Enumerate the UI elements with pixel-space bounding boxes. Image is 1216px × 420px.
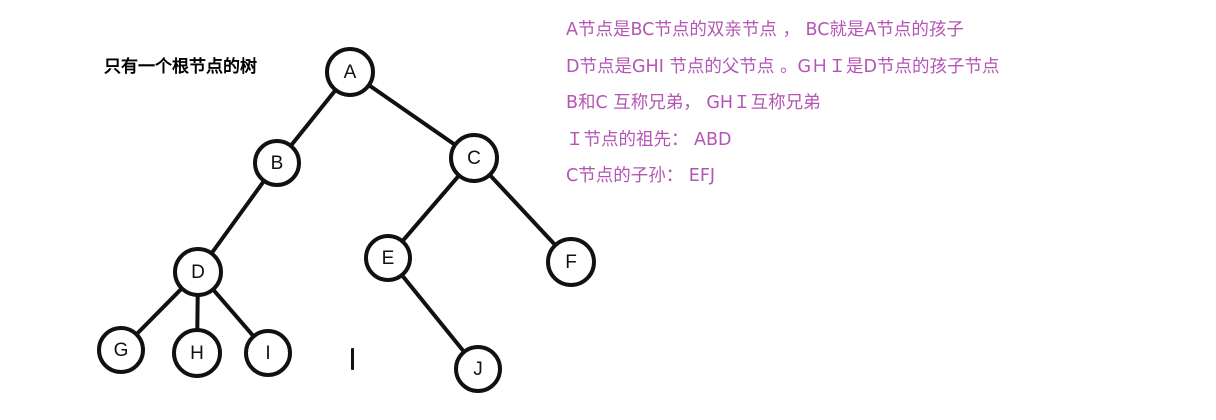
tree-node-h[interactable] xyxy=(172,328,222,378)
note-line-1: A节点是BC节点的双亲节点 ， BC就是A节点的孩子 xyxy=(566,20,964,40)
tree-edges-group xyxy=(133,81,559,356)
tree-edge-e-j xyxy=(398,271,468,356)
tree-edge-c-e xyxy=(399,171,463,245)
tree-node-d[interactable] xyxy=(173,247,223,297)
tree-node-a[interactable] xyxy=(325,47,375,97)
note-line-5: C节点的子孙： EFJ xyxy=(566,166,716,186)
note-line-3: B和C 互称兄弟， GHＩ互称兄弟 xyxy=(566,93,821,113)
tree-node-g[interactable] xyxy=(97,326,145,374)
tree-edge-a-c xyxy=(365,81,459,149)
tree-edge-a-b xyxy=(287,86,339,150)
tree-nodes-group xyxy=(97,47,596,393)
tree-edge-c-f xyxy=(486,171,559,249)
page-title: 只有一个根节点的树 xyxy=(104,57,257,77)
note-line-4: Ｉ节点的祖先： ABD xyxy=(566,129,732,150)
note-line-2: D节点是GHI 节点的父节点 。GＨＩ是D节点的孩子节点 xyxy=(566,56,1000,77)
tree-edge-d-g xyxy=(133,284,186,338)
tree-node-e[interactable] xyxy=(364,234,412,282)
tree-node-j[interactable] xyxy=(454,345,502,393)
stray-pen-mark xyxy=(351,348,354,370)
tree-edge-b-d xyxy=(208,177,268,257)
tree-node-b[interactable] xyxy=(253,139,301,187)
tree-edge-d-i xyxy=(209,285,257,340)
notes-block: A节点是BC节点的双亲节点 ， BC就是A节点的孩子 D节点是GHI 节点的父节… xyxy=(566,12,1186,195)
tree-node-f[interactable] xyxy=(546,237,596,287)
tree-node-i[interactable] xyxy=(244,329,292,377)
tree-node-c[interactable] xyxy=(449,133,499,183)
